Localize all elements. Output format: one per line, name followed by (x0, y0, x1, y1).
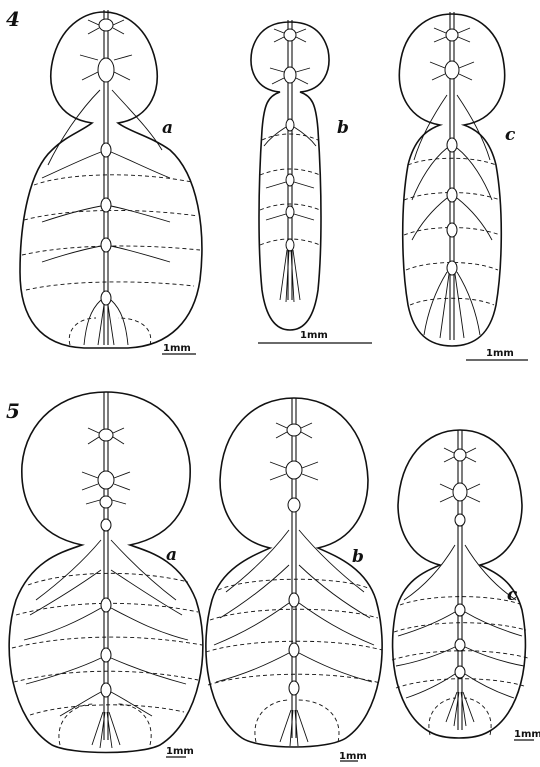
ganglia (98, 429, 114, 697)
panel-5c: c 1mm (392, 430, 540, 740)
scale-label: 1mm (163, 343, 191, 354)
scale-bar: 1mm (339, 751, 367, 762)
body-outline (393, 430, 526, 738)
scale-bar: 1mm (258, 330, 372, 343)
panel-letter: c (505, 125, 516, 145)
ganglia (98, 19, 114, 305)
ganglia (453, 449, 467, 678)
panel-5a: a 1mm (9, 392, 203, 757)
panel-4b: b 1mm (251, 20, 372, 343)
ganglia (284, 29, 296, 251)
segment-lines (260, 134, 320, 245)
ganglia (286, 424, 302, 695)
figure-4-number: 4 (6, 7, 20, 31)
panel-letter: b (337, 118, 349, 138)
scale-bar: 1mm (514, 729, 540, 740)
scale-bar: 1mm (166, 746, 194, 757)
scale-bar: 1mm (162, 343, 196, 354)
figure-5-number: 5 (6, 399, 20, 423)
panel-5b: b 1mm (206, 398, 382, 762)
body-outline (9, 392, 203, 753)
panel-4a: a 1mm (20, 10, 202, 354)
nerve-cord (458, 430, 462, 730)
scale-label: 1mm (339, 751, 367, 762)
scale-bar: 1mm (466, 348, 528, 360)
panel-4c: c 1mm (399, 12, 528, 360)
scale-label: 1mm (514, 729, 540, 740)
panel-letter: a (166, 545, 177, 565)
panel-letter: b (352, 547, 364, 567)
scale-label: 1mm (300, 330, 328, 341)
panel-letter: a (162, 118, 173, 138)
ganglia (445, 29, 459, 275)
scale-label: 1mm (486, 348, 514, 359)
panel-letter: c (507, 585, 518, 605)
scale-label: 1mm (166, 746, 194, 757)
